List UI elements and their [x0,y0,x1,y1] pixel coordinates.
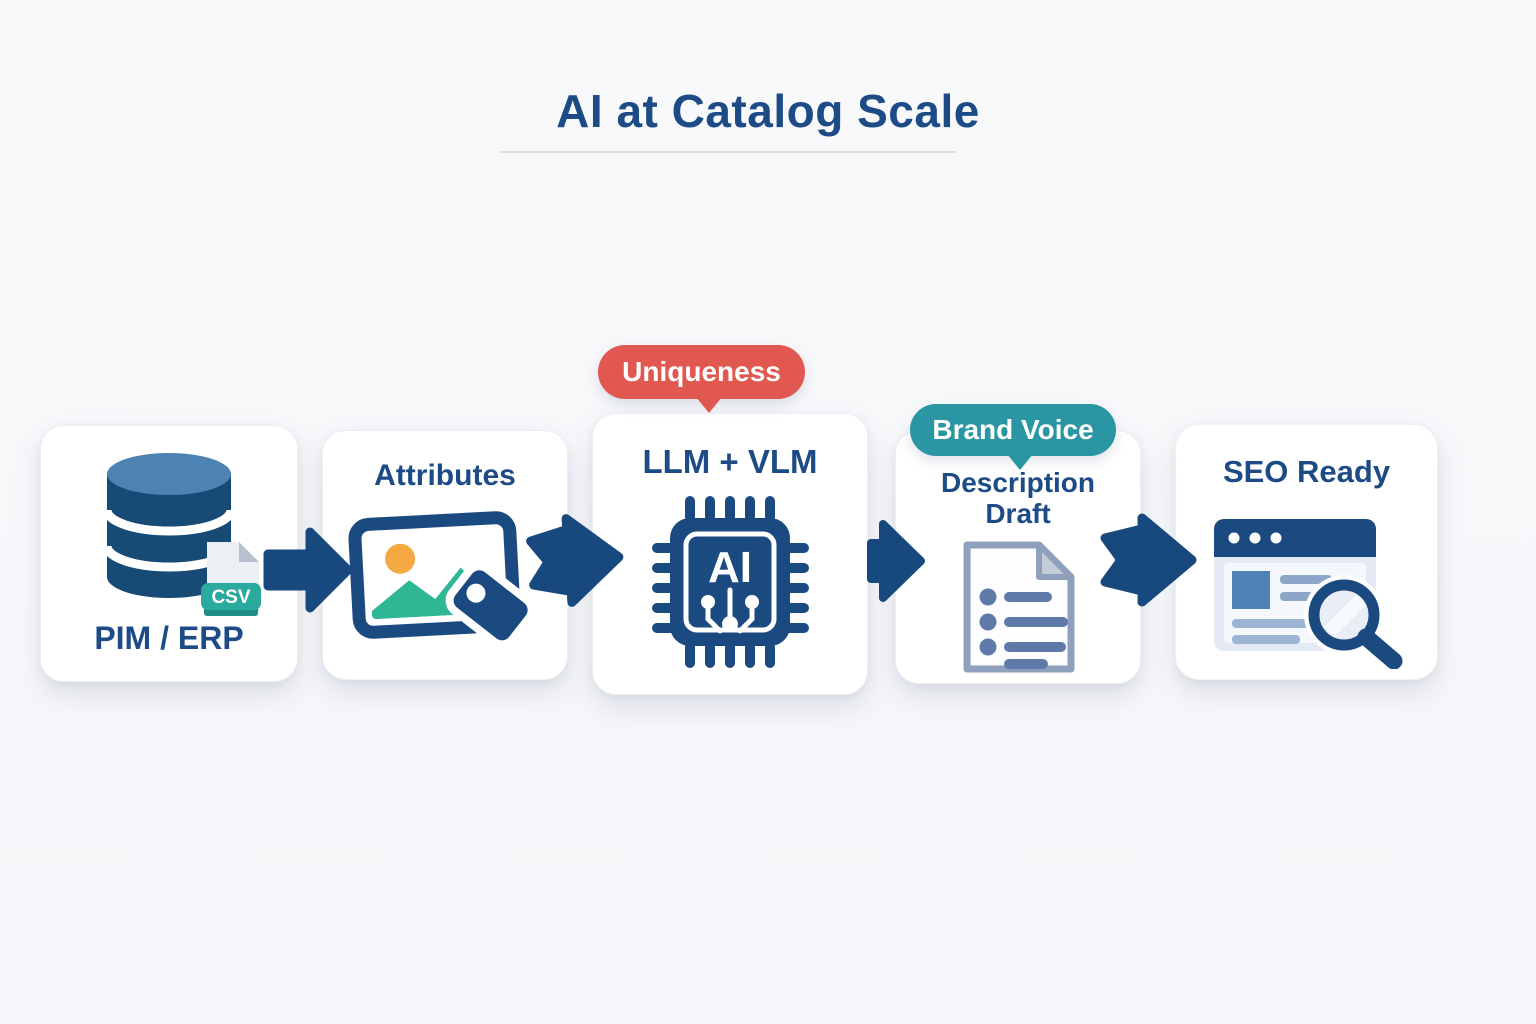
ai-chip-icon: AI [648,492,813,677]
step-card-description-draft: Description Draft [895,430,1141,684]
flow-arrow-3 [867,520,925,602]
browser-search-icon [1214,509,1409,675]
step-card-attributes: Attributes [322,430,568,680]
step-card-pim-erp: CSV PIM / ERP [40,425,298,682]
page-title: AI at Catalog Scale [556,85,980,137]
step-label-attributes: Attributes [374,459,516,492]
step-label-llm-vlm: LLM + VLM [642,443,818,480]
title-underline [500,151,956,153]
step-label-pim-erp: PIM / ERP [94,620,244,657]
image-tag-icon [339,509,554,659]
flow-arrow-4 [1100,513,1197,607]
csv-file-label: CSV [211,587,250,608]
brand-voice-badge-label: Brand Voice [932,414,1094,445]
csv-file-icon: CSV [199,538,265,627]
step-label-description-draft: Description Draft [940,467,1096,530]
uniqueness-badge-label: Uniqueness [622,356,781,387]
flow-arrow-1 [263,527,353,613]
database-icon [99,446,239,609]
step-card-llm-vlm: LLM + VLM [592,413,868,695]
flow-arrow-2 [526,514,624,607]
uniqueness-badge: Uniqueness [598,345,805,413]
chip-ai-label: AI [708,543,752,592]
brand-voice-badge: Brand Voice [910,404,1116,470]
step-card-seo-ready: SEO Ready [1175,424,1438,680]
document-icon [951,537,1086,682]
step-label-seo-ready: SEO Ready [1222,454,1391,489]
